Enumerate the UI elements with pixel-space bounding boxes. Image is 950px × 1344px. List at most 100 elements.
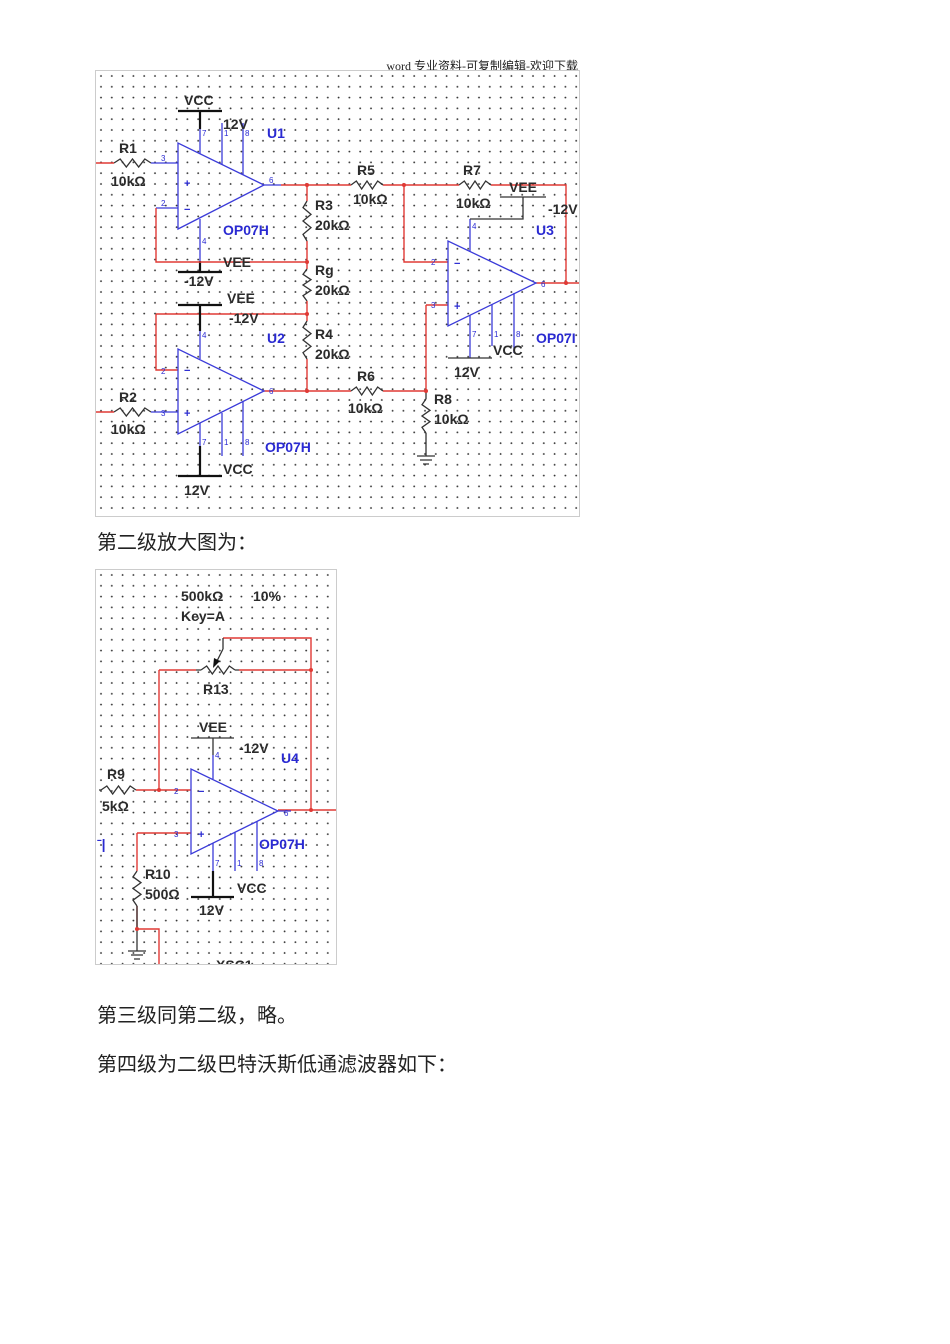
svg-text:4: 4 [202, 237, 207, 246]
resistor-r6 [350, 385, 384, 397]
svg-text:−: − [184, 365, 190, 377]
svg-text:1: 1 [224, 129, 229, 138]
resistor-r9 [100, 784, 137, 796]
label-r7-value: 10kΩ [456, 195, 491, 211]
paragraph-fourth-stage: 第四级为二级巴特沃斯低通滤波器如下： [97, 1052, 457, 1076]
label-r8-value: 10kΩ [434, 411, 469, 427]
label-12v: 12V [199, 902, 225, 918]
svg-text:7: 7 [215, 859, 220, 868]
label-r3: R3 [315, 197, 333, 213]
svg-text:2: 2 [174, 787, 179, 796]
label-r4-value: 20kΩ [315, 346, 350, 362]
svg-text:8: 8 [516, 330, 521, 339]
label-r1: R1 [119, 140, 137, 156]
label-u3-model: OP07I [536, 330, 576, 346]
resistor-r3 [301, 200, 313, 242]
label-r8: R8 [434, 391, 452, 407]
potentiometer-r13 [200, 664, 236, 676]
label-r5-value: 10kΩ [353, 191, 388, 207]
label-u2-model: OP07H [265, 439, 311, 455]
label-rg-value: 20kΩ [315, 282, 350, 298]
svg-text:2: 2 [431, 258, 436, 267]
label-r7: R7 [463, 162, 481, 178]
label-neg12v-u2: -12V [229, 310, 259, 326]
label-r6-value: 10kΩ [348, 400, 383, 416]
svg-text:4: 4 [472, 222, 477, 231]
label-r10: R10 [145, 866, 171, 882]
svg-text:−: − [198, 786, 204, 798]
label-scope: XSC1 [216, 957, 253, 965]
label-12v-u3: 12V [454, 364, 480, 380]
junctions [135, 668, 313, 931]
label-r3-value: 20kΩ [315, 217, 350, 233]
label-vee-u2: VEE [227, 290, 255, 306]
label-r2: R2 [119, 389, 137, 405]
resistor-r1 [113, 157, 152, 169]
opamp-u4: −+ [190, 737, 291, 899]
label-neg12v: -12V [184, 273, 214, 289]
svg-text:1: 1 [494, 330, 499, 339]
svg-text:6: 6 [541, 280, 546, 289]
wiper-arrow-icon [213, 658, 220, 668]
label-r13: R13 [203, 681, 229, 697]
grid [96, 71, 579, 516]
svg-text:4: 4 [215, 751, 220, 760]
label-vee: VEE [223, 254, 251, 270]
label-rg: Rg [315, 262, 334, 278]
paragraph-third-stage: 第三级同第二级，略。 [97, 1003, 297, 1027]
label-vee: VEE [199, 719, 227, 735]
svg-text:6: 6 [269, 176, 274, 185]
label-vee-u3: VEE [509, 179, 537, 195]
resistor-r5 [350, 179, 384, 191]
svg-text:3: 3 [161, 409, 166, 418]
label-vcc: VCC [184, 92, 214, 108]
svg-text:−: − [454, 258, 460, 270]
label-u4-model: OP07H [259, 836, 305, 852]
label-neg12v: -12V [239, 740, 269, 756]
resistor-r10 [131, 870, 143, 907]
label-u3: U3 [536, 222, 554, 238]
svg-text:1: 1 [237, 859, 242, 868]
label-r9-value: 5kΩ [102, 798, 129, 814]
svg-text:8: 8 [245, 438, 250, 447]
resistor-r7 [458, 179, 492, 191]
svg-text:+: + [184, 408, 190, 420]
ground-symbol [417, 391, 435, 465]
opamp-u3: −+ [447, 196, 546, 359]
label-vcc-u2: VCC [223, 461, 253, 477]
opamp-u2: −+ [151, 303, 266, 478]
label-u4: U4 [281, 750, 299, 766]
label-r6: R6 [357, 368, 375, 384]
label-pot-percent: 10% [253, 588, 282, 604]
svg-text:7: 7 [202, 129, 207, 138]
svg-text:8: 8 [245, 129, 250, 138]
svg-text:2: 2 [161, 367, 166, 376]
svg-text:7: 7 [202, 438, 207, 447]
label-neg12v-u3: -12V [548, 201, 578, 217]
svg-text:8: 8 [259, 859, 264, 868]
label-r2-value: 10kΩ [111, 421, 146, 437]
resistor-r8 [420, 398, 432, 434]
svg-text:6: 6 [284, 809, 289, 818]
svg-text:+: + [454, 301, 460, 313]
label-u1: U1 [267, 125, 285, 141]
svg-text:2: 2 [161, 199, 166, 208]
label-u1-model: OP07H [223, 222, 269, 238]
resistor-r2 [113, 406, 152, 418]
resistor-r4 [301, 320, 313, 360]
page-header: word 专业资料-可复制编辑-欢迎下载 [386, 59, 578, 73]
label-12v-u2: 12V [184, 482, 210, 498]
schematic-instrumentation-amp: +− −+ −+ VCC 12V U1 R1 10kΩ OP07H VEE -1… [95, 70, 580, 517]
label-r9: R9 [107, 766, 125, 782]
svg-text:3: 3 [174, 830, 179, 839]
pin-numbers: 4 2 3 6 7 1 8 [174, 751, 289, 868]
wire-stub-left: ˉ| [97, 836, 106, 852]
resistor-rg [301, 268, 313, 302]
label-r10-value: 500Ω [145, 886, 180, 902]
svg-text:7: 7 [472, 330, 477, 339]
junctions [305, 183, 568, 393]
label-vcc: VCC [237, 880, 267, 896]
svg-text:−: − [184, 204, 190, 216]
